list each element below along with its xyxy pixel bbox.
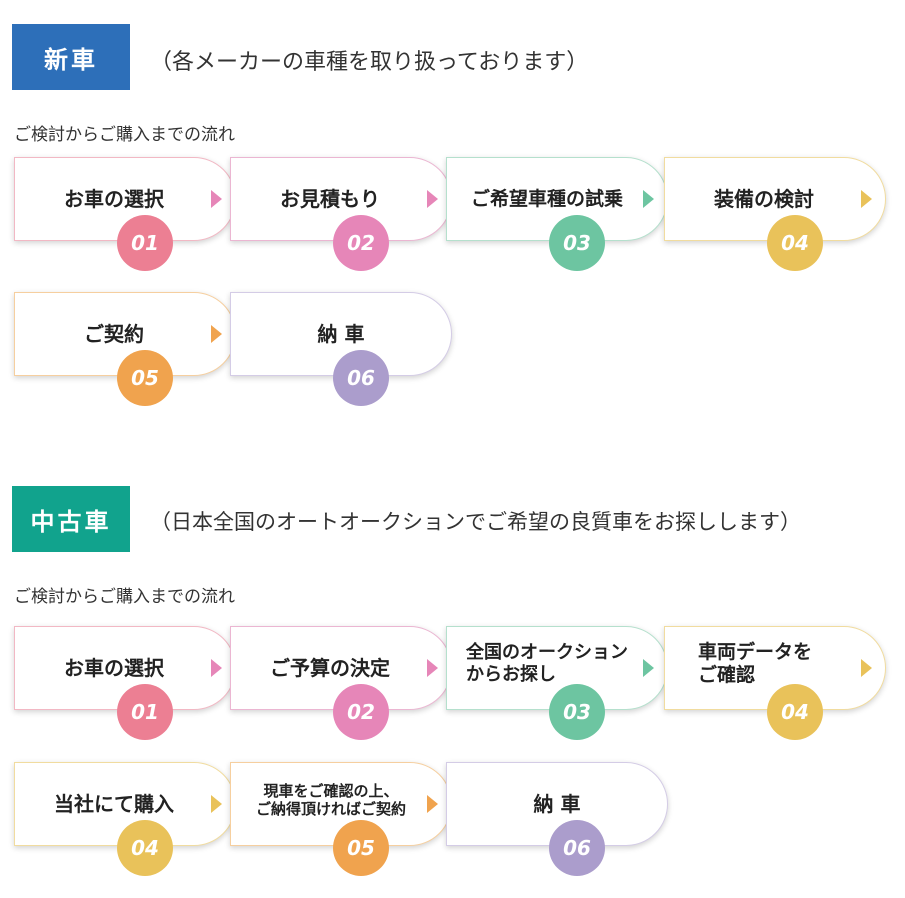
arrow-right-icon	[643, 190, 654, 208]
arrow-right-icon	[427, 795, 438, 813]
step-number: 05	[333, 820, 389, 876]
step-number: 06	[333, 350, 389, 406]
used-step-5: 当社にて購入 04	[14, 762, 236, 876]
step-number: 03	[549, 684, 605, 740]
arrow-right-icon	[427, 190, 438, 208]
new-car-flow-label: ご検討からご購入までの流れ	[14, 125, 235, 145]
used-step-1: お車の選択 01	[14, 626, 236, 740]
arrow-right-icon	[861, 659, 872, 677]
arrow-right-icon	[211, 795, 222, 813]
step-label: ご希望車種の試乗	[470, 187, 623, 210]
step-number: 02	[333, 215, 389, 271]
used-step-3: 全国のオークション からお探し 03	[446, 626, 668, 740]
step-label: 全国のオークション からお探し	[466, 642, 628, 685]
arrow-right-icon	[211, 190, 222, 208]
step-number: 03	[549, 215, 605, 271]
new-car-description: （各メーカーの車種を取り扱っております）	[150, 50, 589, 75]
step-label: お車の選択	[64, 656, 164, 680]
step-number: 04	[767, 215, 823, 271]
arrow-right-icon	[211, 659, 222, 677]
step-number: 01	[117, 684, 173, 740]
step-label: 納 車	[317, 322, 365, 346]
new-step-3: ご希望車種の試乗 03	[446, 157, 668, 271]
new-step-1: お車の選択 01	[14, 157, 236, 271]
step-number: 04	[767, 684, 823, 740]
used-step-2: ご予算の決定 02	[230, 626, 452, 740]
used-step-6: 現車をご確認の上、 ご納得頂ければご契約 05	[230, 762, 452, 876]
step-label: ご予算の決定	[270, 656, 390, 680]
new-step-6: 納 車 06	[230, 292, 452, 406]
step-label: 装備の検討	[714, 187, 814, 211]
arrow-right-icon	[643, 659, 654, 677]
step-label: 当社にて購入	[54, 792, 174, 816]
step-number: 02	[333, 684, 389, 740]
step-number: 01	[117, 215, 173, 271]
used-step-4: 車両データを ご確認 04	[664, 626, 886, 740]
new-step-5: ご契約 05	[14, 292, 236, 406]
new-step-4: 装備の検討 04	[664, 157, 886, 271]
step-number: 04	[117, 820, 173, 876]
step-label: お車の選択	[64, 187, 164, 211]
step-label: お見積もり	[280, 187, 380, 211]
step-label: 車両データを ご確認	[698, 641, 813, 686]
step-label: 納 車	[533, 792, 581, 816]
step-number: 05	[117, 350, 173, 406]
arrow-right-icon	[861, 190, 872, 208]
new-car-badge: 新車	[12, 24, 130, 90]
used-car-flow-label: ご検討からご購入までの流れ	[14, 587, 235, 607]
arrow-right-icon	[211, 325, 222, 343]
new-step-2: お見積もり 02	[230, 157, 452, 271]
used-car-badge: 中古車	[12, 486, 130, 552]
used-step-7: 納 車 06	[446, 762, 668, 876]
arrow-right-icon	[427, 659, 438, 677]
step-label: ご契約	[84, 322, 144, 346]
step-number: 06	[549, 820, 605, 876]
step-label: 現車をご確認の上、 ご納得頂ければご契約	[255, 782, 406, 818]
used-car-description: （日本全国のオートオークションでご希望の良質車をお探しします）	[150, 510, 801, 534]
